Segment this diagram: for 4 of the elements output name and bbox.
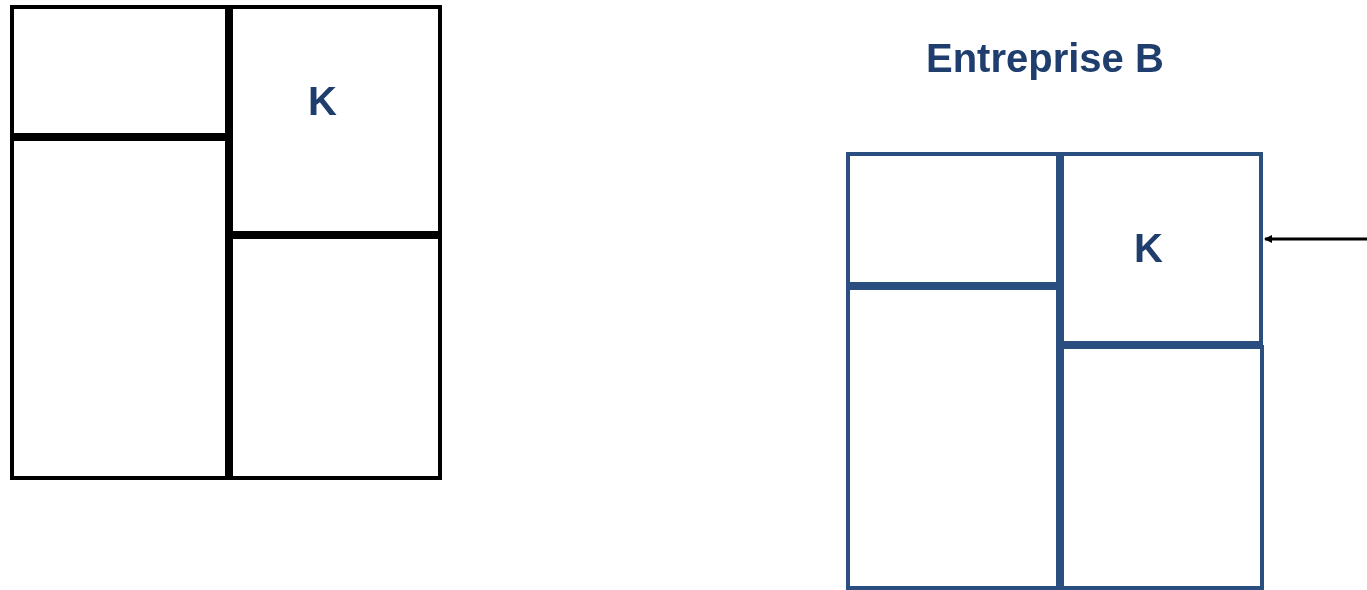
node-label: K	[1134, 228, 1163, 268]
node-label: K	[308, 81, 337, 121]
arrow	[1264, 235, 1367, 243]
heading-text: Entreprise B	[926, 38, 1164, 78]
